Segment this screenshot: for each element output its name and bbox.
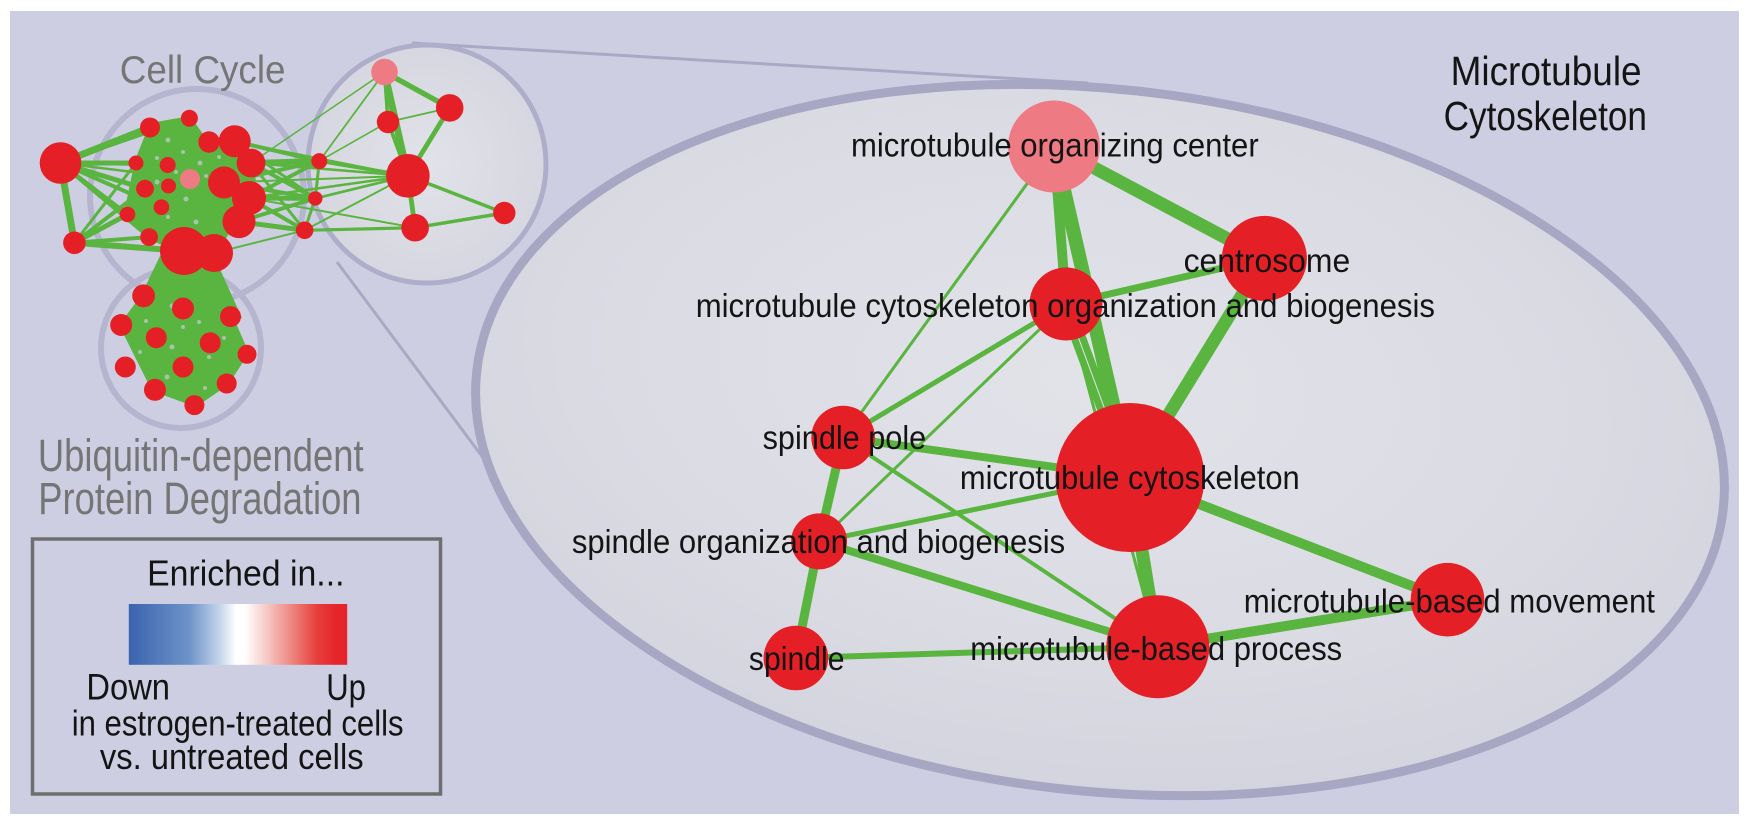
svg-text:microtubule cytoskeleton organ: microtubule cytoskeleton organization an… [696,287,1435,324]
svg-text:spindle organization and bioge: spindle organization and biogenesis [572,523,1065,560]
svg-text:Up: Up [326,666,366,708]
svg-text:Protein Degradation: Protein Degradation [38,473,361,524]
svg-text:microtubule-based process: microtubule-based process [970,630,1342,667]
svg-text:centrosome: centrosome [1184,242,1351,279]
svg-text:Ubiquitin-dependent: Ubiquitin-dependent [38,430,364,481]
svg-text:Microtubule: Microtubule [1451,48,1642,94]
svg-text:microtubule-based movement: microtubule-based movement [1244,583,1655,620]
svg-text:spindle pole: spindle pole [763,419,927,456]
svg-text:in estrogen-treated cells: in estrogen-treated cells [72,703,404,744]
svg-text:vs. untreated cells: vs. untreated cells [100,736,364,777]
svg-text:Down: Down [86,666,170,708]
svg-text:spindle: spindle [749,640,845,677]
svg-text:Enriched in...: Enriched in... [147,553,344,594]
svg-text:Cell Cycle: Cell Cycle [120,49,286,92]
svg-text:microtubule organizing center: microtubule organizing center [851,127,1259,164]
svg-text:Cytoskeleton: Cytoskeleton [1444,93,1647,139]
svg-text:microtubule cytoskeleton: microtubule cytoskeleton [960,459,1300,496]
